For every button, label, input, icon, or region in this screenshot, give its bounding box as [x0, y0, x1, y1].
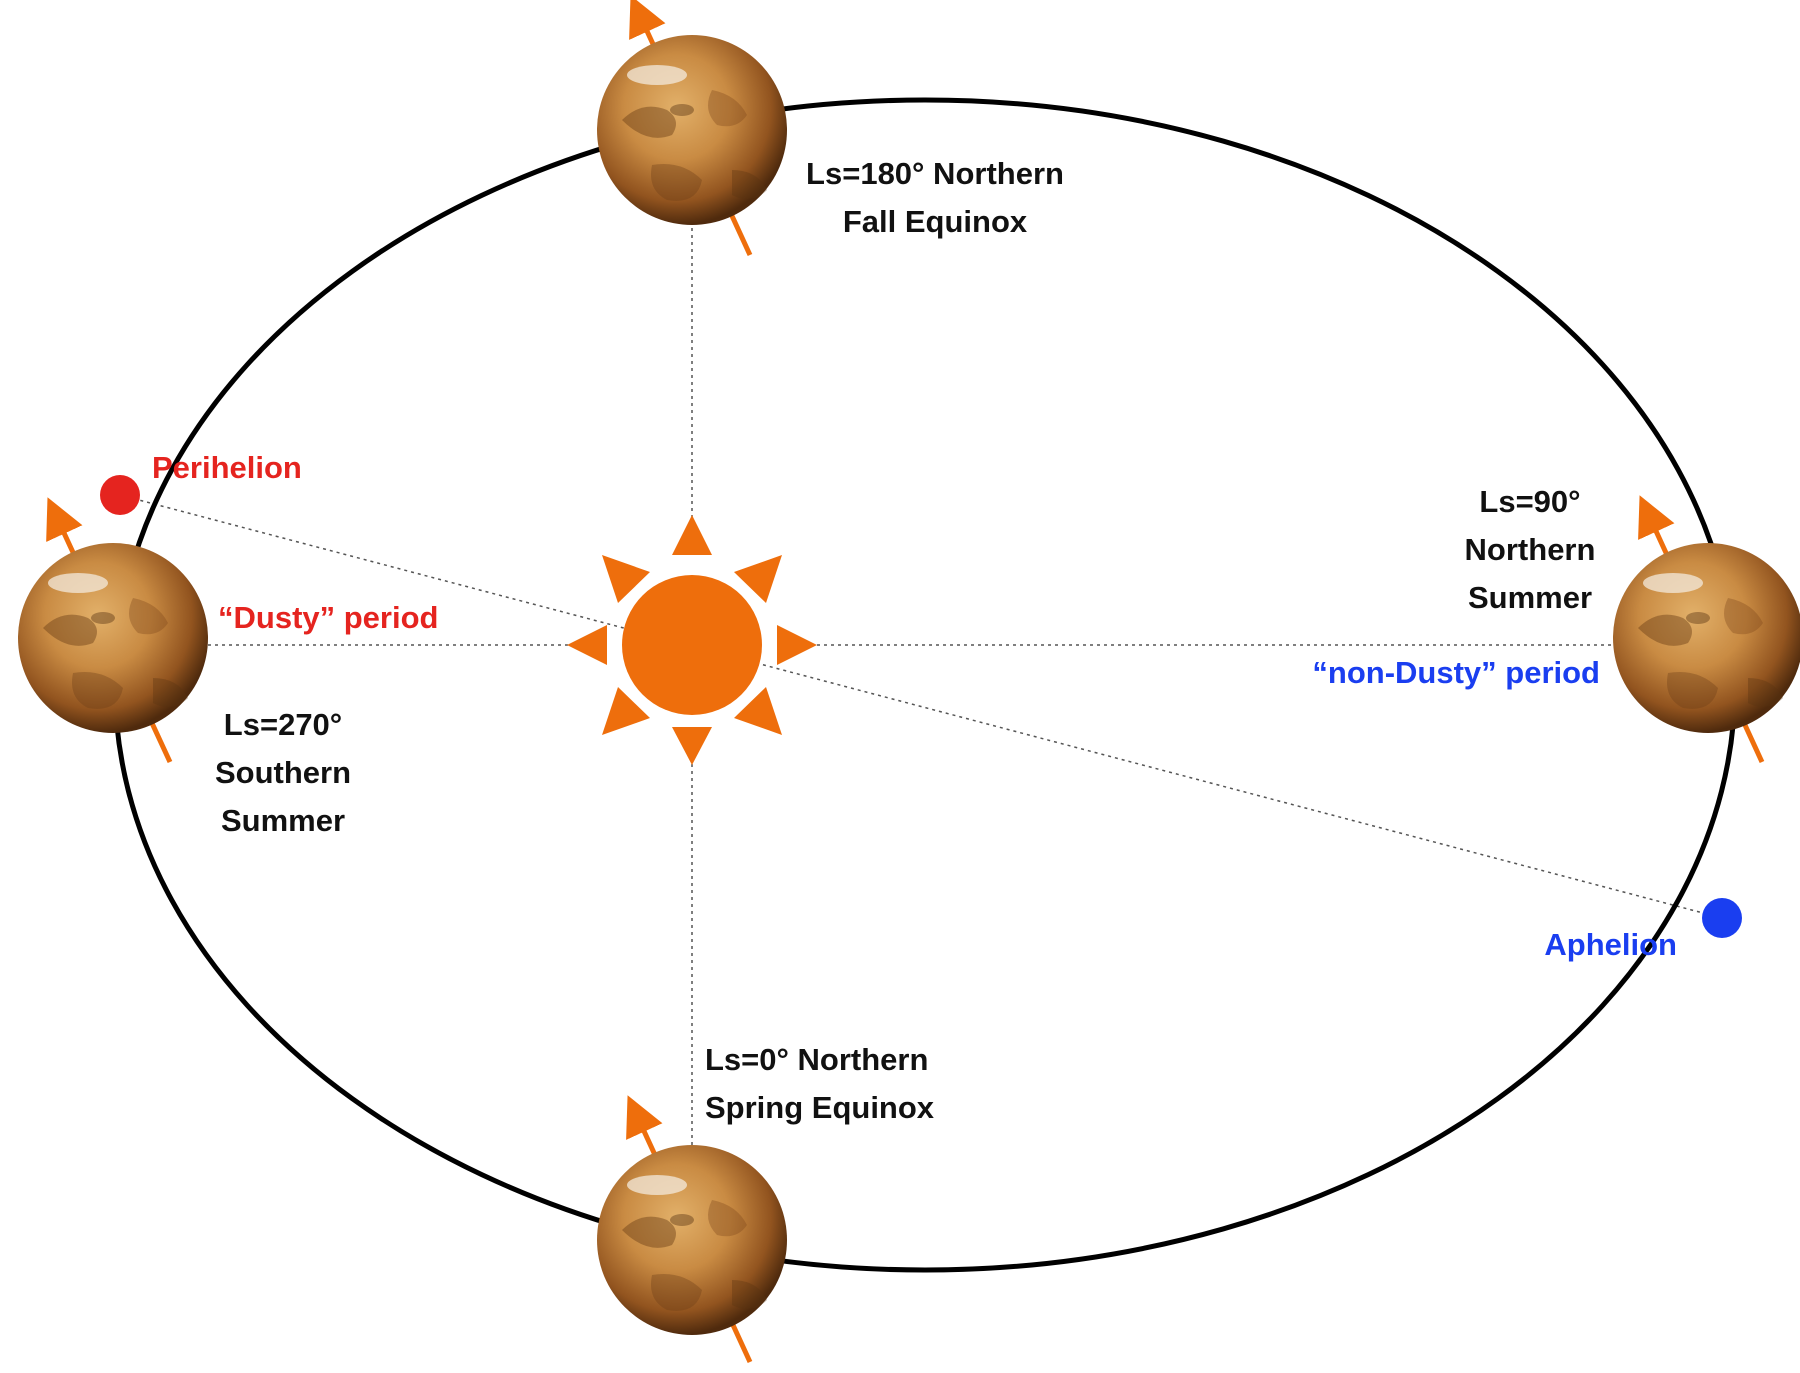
- mars-planet-icon-spring-equinox: [597, 1118, 787, 1362]
- sun-ray-bottom: [672, 727, 712, 765]
- mars-planet-icon-northern-summer: [1613, 518, 1800, 762]
- aphelion-marker: [1702, 898, 1742, 938]
- label-northern-summer-line1: Ls=90°: [1479, 484, 1580, 519]
- label-southern-summer-line2: Southern: [215, 755, 351, 790]
- label-northern-summer-line2: Northern: [1465, 532, 1596, 567]
- label-spring-equinox-line1: Ls=0° Northern: [705, 1042, 928, 1077]
- mars-planet-icon-southern-summer: [18, 520, 208, 762]
- label-perihelion: Perihelion: [152, 450, 302, 485]
- label-southern-summer-line3: Summer: [221, 803, 345, 838]
- label-aphelion: Aphelion: [1544, 927, 1677, 962]
- label-northern-summer-line3: Summer: [1468, 580, 1592, 615]
- label-fall-equinox-line2: Fall Equinox: [843, 204, 1028, 239]
- label-dusty-period: “Dusty” period: [218, 600, 438, 635]
- sun-ray-right: [777, 625, 817, 665]
- mars-planet-icon-fall-equinox: [597, 18, 787, 255]
- label-spring-equinox-line2: Spring Equinox: [705, 1090, 935, 1125]
- label-southern-summer-line1: Ls=270°: [224, 707, 342, 742]
- sun-disk: [622, 575, 762, 715]
- sun-ray-left: [567, 625, 607, 665]
- label-non-dusty-period: “non-Dusty” period: [1312, 655, 1600, 690]
- label-fall-equinox-line1: Ls=180° Northern: [806, 156, 1064, 191]
- sun-ray-top: [672, 515, 712, 555]
- perihelion-marker: [100, 475, 140, 515]
- sun-icon: [567, 515, 817, 765]
